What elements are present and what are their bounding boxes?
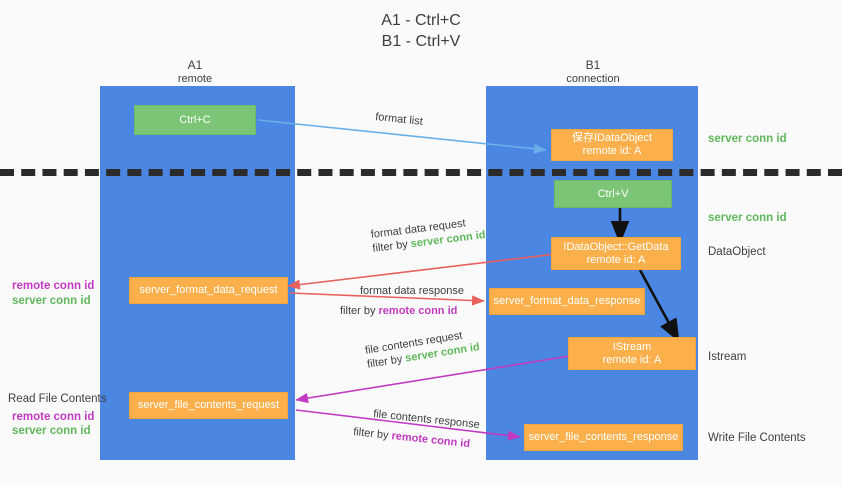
label-server-conn-id-mid: server conn id [708,212,787,224]
edge-label-format-list: format list [375,110,424,129]
node-server-format-data-response[interactable]: server_format_data_response [489,288,645,315]
column-header-a1-name: A1 [187,58,203,72]
node-server-file-contents-response-label: server_file_contents_response [528,431,679,443]
node-server-format-data-request-label: server_format_data_request [139,284,278,296]
column-header-b1-name: B1 [585,58,601,72]
node-save-idataobject[interactable]: 保存IDataObject remote id: A [551,129,673,161]
node-idataobject-getdata-line1: IDataObject::GetData [563,240,669,253]
node-save-idataobject-line1: 保存IDataObject [571,132,653,144]
edge-label-format-data-response: format data response filter by remote co… [340,284,464,318]
node-istream-line2: remote id: A [602,353,662,366]
edge-label-format-data-response-line1: format data response [360,285,464,297]
edge-label-file-contents-response-prefix: filter by [352,426,393,442]
node-istream[interactable]: IStream remote id: A [568,337,696,370]
column-header-b1: B1 connection [518,58,668,86]
column-header-a1-role: remote [177,73,213,85]
node-ctrl-v-label: Ctrl+V [597,187,629,200]
label-istream: Istream [708,351,747,363]
node-idataobject-getdata[interactable]: IDataObject::GetData remote id: A [551,237,681,270]
node-server-format-data-response-label: server_format_data_response [493,295,641,307]
label-file-remote-conn-id: remote conn id [12,411,95,423]
label-read-file-contents: Read File Contents [8,393,107,405]
boundary-separator [0,169,842,176]
label-file-server-conn-id: server conn id [12,425,91,437]
edge-label-format-data-request: format data request filter by server con… [370,214,486,256]
node-ctrl-c-label: Ctrl+C [179,113,211,126]
diagram-title: A1 - Ctrl+C B1 - Ctrl+V [381,12,461,50]
edge-label-format-data-response-line2: filter by remote conn id [340,304,464,318]
node-save-idataobject-line2: remote id: A [582,145,642,157]
edge-label-format-list-text: format list [374,110,424,128]
edge-label-format-data-response-token: remote conn id [378,305,458,317]
label-format-remote-conn-id: remote conn id [12,280,95,292]
label-write-file-contents: Write File Contents [708,432,806,444]
label-server-conn-id-top: server conn id [708,133,787,145]
edge-label-format-data-request-prefix: filter by [371,238,412,255]
node-server-format-data-request[interactable]: server_format_data_request [129,277,288,304]
node-server-file-contents-request-label: server_file_contents_request [137,399,280,411]
label-dataobject: DataObject [708,246,766,258]
node-istream-line1: IStream [612,340,652,353]
node-ctrl-v[interactable]: Ctrl+V [554,180,672,208]
column-header-a1: A1 remote [120,58,270,86]
edge-label-format-data-response-prefix: filter by [340,305,379,317]
edge-label-file-contents-response-token: remote conn id [390,430,471,451]
column-header-b1-role: connection [566,73,620,85]
edge-label-file-contents-response: file contents response filter by remote … [353,407,481,452]
node-idataobject-getdata-line2: remote id: A [586,253,646,266]
node-server-file-contents-response[interactable]: server_file_contents_response [524,424,683,451]
node-ctrl-c[interactable]: Ctrl+C [134,105,256,135]
edge-label-file-contents-request: file contents request filter by server c… [364,326,481,371]
label-format-server-conn-id: server conn id [12,295,91,307]
node-server-file-contents-request[interactable]: server_file_contents_request [129,392,288,419]
